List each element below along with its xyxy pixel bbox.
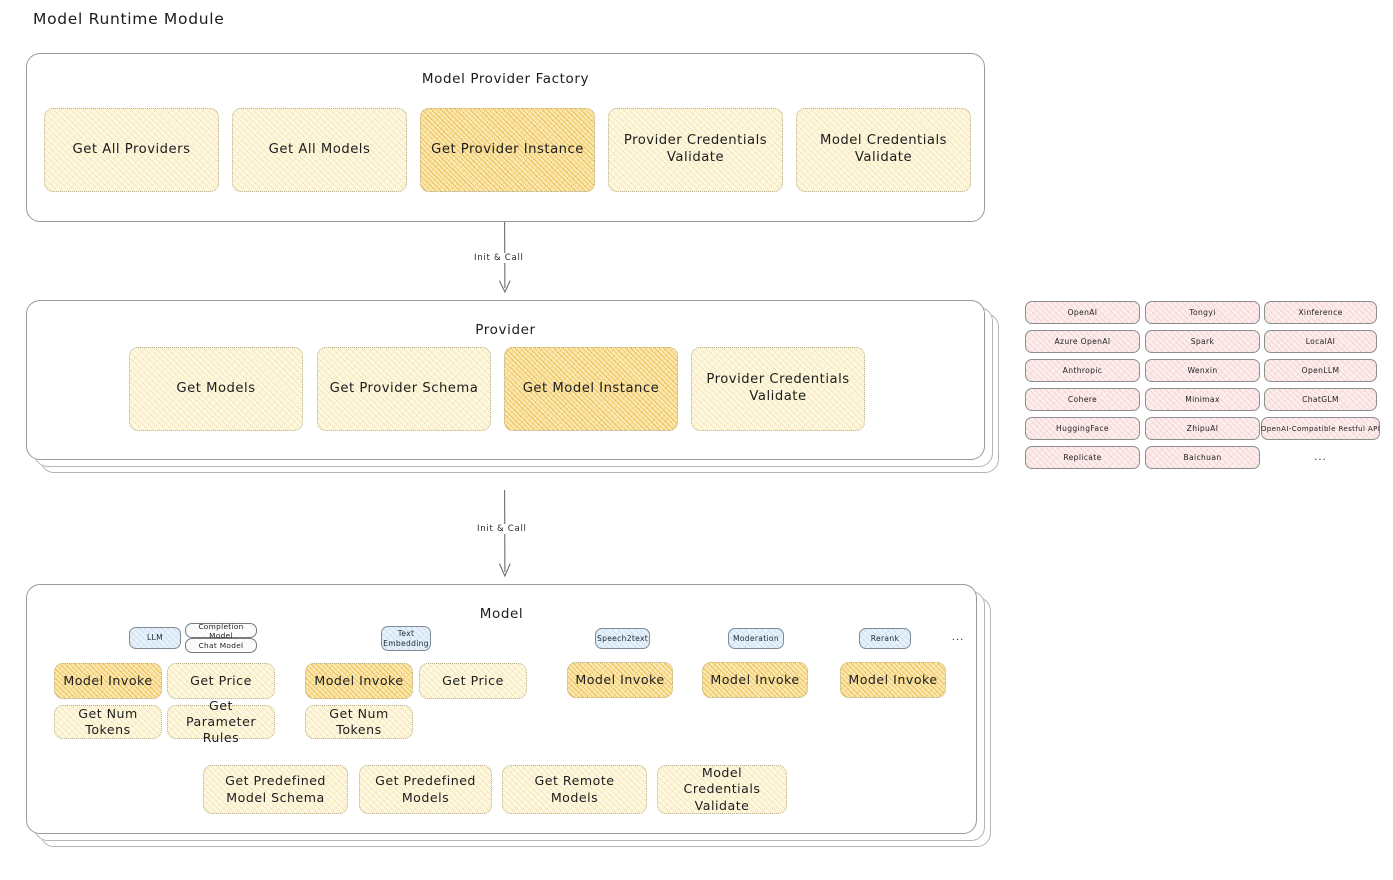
llm-feature-get-price[interactable]: Get Price: [167, 663, 275, 699]
text-embedding-feature-get-num-tokens[interactable]: Get Num Tokens: [305, 705, 413, 739]
provider-item-get-provider-schema[interactable]: Get Provider Schema: [317, 347, 491, 431]
model-shared-get-predefined-models[interactable]: Get Predefined Models: [359, 765, 492, 814]
provider-chip-tongyi[interactable]: Tongyi: [1145, 301, 1260, 324]
arrow-provider-to-model-label: Init & Call: [474, 524, 530, 534]
llm-feature-model-invoke[interactable]: Model Invoke: [54, 663, 162, 699]
provider-chip-chatglm[interactable]: ChatGLM: [1264, 388, 1377, 411]
arrow-provider-to-model: [499, 489, 511, 578]
provider-title: Provider: [475, 322, 536, 338]
model-type-llm-sublabel-completion-model[interactable]: Completion Model: [185, 622, 257, 640]
factory-item-provider-credentials-validate[interactable]: Provider Credentials Validate: [608, 108, 783, 192]
page-title: Model Runtime Module: [33, 10, 225, 28]
model-types-more: ...: [951, 632, 965, 643]
provider-list-more: ...: [1314, 452, 1327, 463]
provider-chip-openai-compatible-restful-api[interactable]: OpenAI-Compatible Restful API: [1261, 417, 1380, 440]
factory-item-get-provider-instance[interactable]: Get Provider Instance: [420, 108, 595, 192]
model-shared-model-credentials-validate[interactable]: Model Credentials Validate: [657, 765, 787, 814]
provider-chip-replicate[interactable]: Replicate: [1025, 446, 1140, 469]
provider-item-get-model-instance[interactable]: Get Model Instance: [504, 347, 678, 431]
provider-item-provider-credentials-validate[interactable]: Provider Credentials Validate: [691, 347, 865, 431]
provider-chip-localai[interactable]: LocalAI: [1264, 330, 1377, 353]
model-type-rerank[interactable]: Rerank: [859, 628, 911, 649]
model-title: Model: [479, 606, 524, 622]
model-type-llm-sublabel-chat-model[interactable]: Chat Model: [185, 638, 257, 653]
speech2text-feature-model-invoke[interactable]: Model Invoke: [567, 662, 673, 698]
provider-chip-baichuan[interactable]: Baichuan: [1145, 446, 1260, 469]
text-embedding-feature-model-invoke[interactable]: Model Invoke: [305, 663, 413, 699]
model-type-speech2text[interactable]: Speech2text: [595, 628, 650, 649]
provider-chip-openai[interactable]: OpenAI: [1025, 301, 1140, 324]
text-embedding-feature-get-price[interactable]: Get Price: [419, 663, 527, 699]
model-type-llm[interactable]: LLM: [129, 627, 181, 649]
provider-chip-azure-openai[interactable]: Azure OpenAI: [1025, 330, 1140, 353]
factory-item-get-all-providers[interactable]: Get All Providers: [44, 108, 219, 192]
provider-chip-openllm[interactable]: OpenLLM: [1264, 359, 1377, 382]
moderation-feature-model-invoke[interactable]: Model Invoke: [702, 662, 808, 698]
model-provider-factory-title: Model Provider Factory: [421, 71, 590, 87]
provider-chip-anthropic[interactable]: Anthropic: [1025, 359, 1140, 382]
provider-chip-minimax[interactable]: Minimax: [1145, 388, 1260, 411]
llm-feature-get-num-tokens[interactable]: Get Num Tokens: [54, 705, 162, 739]
factory-item-get-all-models[interactable]: Get All Models: [232, 108, 407, 192]
model-type-moderation[interactable]: Moderation: [728, 628, 784, 649]
model-shared-get-remote-models[interactable]: Get Remote Models: [502, 765, 647, 814]
model-shared-get-predefined-model-schema[interactable]: Get Predefined Model Schema: [203, 765, 348, 814]
provider-chip-cohere[interactable]: Cohere: [1025, 388, 1140, 411]
provider-item-get-models[interactable]: Get Models: [129, 347, 303, 431]
arrow-factory-to-provider-label: Init & Call: [471, 253, 527, 263]
model-type-text-embedding[interactable]: Text Embedding: [381, 626, 431, 651]
factory-item-model-credentials-validate[interactable]: Model Credentials Validate: [796, 108, 971, 192]
provider-chip-zhipuai[interactable]: ZhipuAI: [1145, 417, 1260, 440]
provider-chip-huggingface[interactable]: HuggingFace: [1025, 417, 1140, 440]
llm-feature-get-parameter-rules[interactable]: Get Parameter Rules: [167, 698, 275, 745]
provider-chip-spark[interactable]: Spark: [1145, 330, 1260, 353]
provider-chip-wenxin[interactable]: Wenxin: [1145, 359, 1260, 382]
rerank-feature-model-invoke[interactable]: Model Invoke: [840, 662, 946, 698]
provider-chip-xinference[interactable]: Xinference: [1264, 301, 1377, 324]
